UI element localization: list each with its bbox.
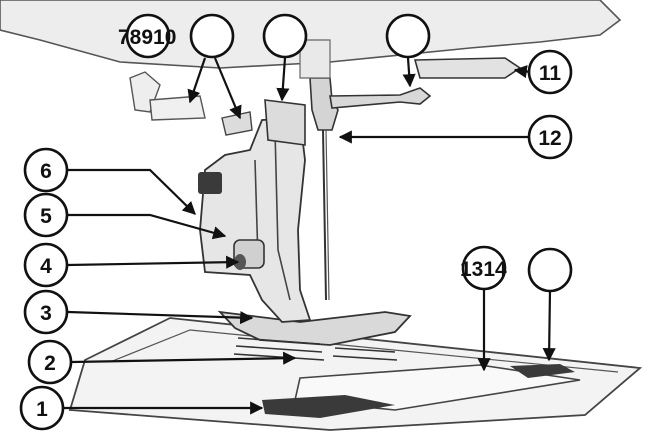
callout-5: 5 bbox=[23, 192, 69, 238]
callout-blank-a bbox=[189, 13, 235, 59]
callout-blank-b bbox=[262, 13, 308, 59]
plate-slot-left bbox=[262, 395, 395, 418]
needle bbox=[322, 129, 327, 301]
callout-1: 1 bbox=[19, 385, 65, 431]
bobbin-cover bbox=[294, 364, 581, 411]
callout-12-label: 12 bbox=[538, 127, 561, 150]
callout-3-label: 3 bbox=[40, 302, 52, 325]
callout-2-label: 2 bbox=[44, 352, 56, 375]
callout-6: 6 bbox=[23, 147, 69, 193]
callout-4: 4 bbox=[23, 242, 69, 288]
callout-1-label: 1 bbox=[36, 398, 48, 421]
light-column bbox=[299, 39, 331, 79]
presser-foot-screw bbox=[233, 239, 265, 270]
snap-on-clip bbox=[198, 172, 222, 194]
callout-13-14-label: 1314 bbox=[460, 258, 507, 281]
feed-dogs bbox=[233, 337, 398, 361]
callout-13-14: 1314 bbox=[460, 245, 507, 291]
needle-clamp bbox=[309, 77, 339, 131]
callout-7-10-label: 78910 bbox=[118, 26, 176, 49]
needle-threader bbox=[329, 87, 432, 109]
callout-7-10: 78910 bbox=[118, 13, 176, 59]
presser-foot-sole bbox=[217, 310, 412, 346]
presser-foot-shank bbox=[199, 117, 312, 323]
callout-11: 11 bbox=[527, 49, 573, 95]
callout-blank-c bbox=[385, 13, 431, 59]
callout-6-label: 6 bbox=[40, 160, 52, 183]
presser-foot-lever bbox=[413, 57, 522, 79]
left-guide-tab bbox=[149, 95, 206, 121]
bar-guide bbox=[221, 111, 253, 136]
plate-slot-right bbox=[510, 364, 575, 378]
callout-5-label: 5 bbox=[40, 205, 52, 228]
leader-lines bbox=[64, 57, 556, 415]
presser-foot-bar bbox=[264, 99, 306, 146]
callout-11-label: 11 bbox=[539, 62, 562, 85]
callout-blank-d bbox=[527, 247, 573, 293]
callout-3: 3 bbox=[23, 289, 69, 335]
callout-2: 2 bbox=[27, 339, 73, 385]
callout-12: 12 bbox=[527, 114, 573, 160]
callout-4-label: 4 bbox=[40, 255, 52, 278]
